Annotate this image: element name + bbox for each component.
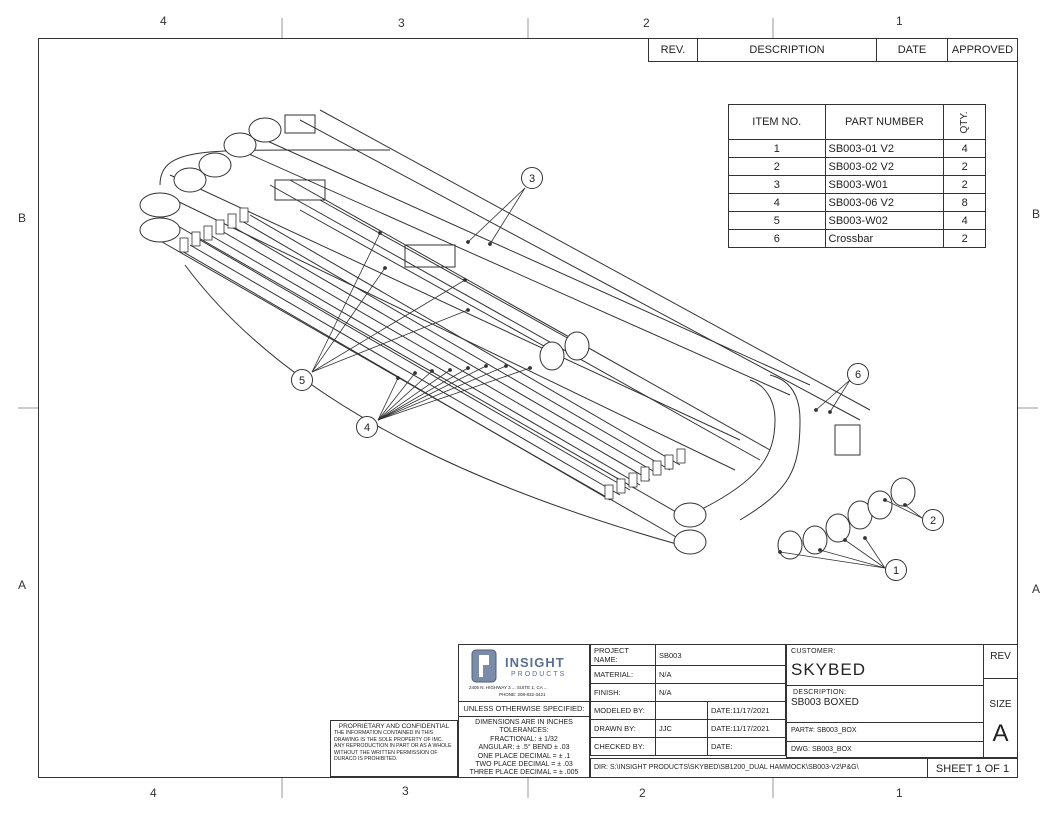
proprietary-text: THE INFORMATION CONTAINED IN THIS DRAWIN… [334, 730, 452, 763]
logo-phone: PHONE: 208-832-3421 [499, 692, 546, 697]
zone-left-b: B [18, 211, 27, 225]
logo-name: INSIGHT [505, 655, 565, 670]
zone-right-a: A [1032, 582, 1041, 596]
revision-block: REV. DESCRIPTION DATE APPROVED [648, 38, 1018, 62]
tolerance-header: UNLESS OTHERWISE SPECIFIED: [459, 702, 589, 717]
date-header: DATE [876, 38, 948, 62]
title-block-fields: PROJECT NAME:SB003 MATERIAL:N/A FINISH:N… [590, 644, 786, 756]
logo-address: 2405 N. HIGHWAY 3 ... SUITE 1, CA ... [469, 685, 548, 690]
material-value: N/A [655, 665, 786, 684]
directory-path: DIR: S:\INSIGHT PRODUCTS\SKYBED\SB1200_D… [594, 764, 859, 771]
part-value: SB003_BOX [816, 727, 857, 734]
logo-sub: PRODUCTS [511, 671, 567, 678]
proprietary-title: PROPRIETARY AND CONFIDENTIAL [338, 723, 450, 730]
bom-header-part: PART NUMBER [824, 104, 945, 140]
company-logo: INSIGHT PRODUCTS 2405 N. HIGHWAY 3 ... S… [459, 645, 589, 702]
insight-logo-icon [471, 649, 497, 683]
customer-value: SKYBED [791, 660, 866, 679]
modeled-by-value [655, 701, 708, 720]
balloon-4: 4 [356, 416, 378, 438]
dwg-value: SB003_BOX [812, 746, 852, 753]
sheet-number: SHEET 1 OF 1 [928, 758, 1018, 778]
rev-label: REV [984, 645, 1017, 679]
zone-bottom-3: 3 [402, 784, 409, 798]
zone-top-3: 3 [398, 16, 405, 30]
customer-block: CUSTOMER: SKYBED DESCRIPTION: SB003 BOXE… [786, 644, 984, 758]
company-block: INSIGHT PRODUCTS 2405 N. HIGHWAY 3 ... S… [458, 644, 590, 778]
tolerance-lines: DIMENSIONS ARE IN INCHES TOLERANCES: FRA… [469, 719, 579, 777]
zone-bottom-1: 1 [896, 786, 903, 800]
approved-header: APPROVED [947, 38, 1018, 62]
modeled-date-value: 11/17/2021 [732, 706, 770, 715]
drawn-by-value: JJC [655, 719, 708, 738]
drawn-date-value: 11/17/2021 [732, 724, 770, 733]
bom-header-qty: QTY. [943, 104, 986, 140]
project-value: SB003 [655, 644, 786, 666]
balloon-3: 3 [521, 167, 543, 189]
zone-right-b: B [1032, 207, 1041, 221]
zone-bottom-2: 2 [639, 786, 646, 800]
zone-bottom-4: 4 [150, 786, 157, 800]
balloon-6: 6 [847, 363, 869, 385]
zone-top-2: 2 [643, 16, 650, 30]
balloon-5: 5 [291, 369, 313, 391]
checked-by-value [655, 737, 708, 756]
balloon-1: 1 [885, 559, 907, 581]
finish-value: N/A [655, 683, 786, 702]
zone-top-1: 1 [896, 14, 903, 28]
zone-left-a: A [18, 578, 27, 592]
description-header: DESCRIPTION [697, 38, 877, 62]
size-value: A [992, 720, 1009, 747]
description-value: SB003 BOXED [791, 697, 859, 708]
size-label: SIZE [989, 699, 1012, 710]
zone-top-4: 4 [160, 14, 167, 28]
proprietary-notice: PROPRIETARY AND CONFIDENTIAL THE INFORMA… [330, 720, 458, 777]
rev-size-block: REV SIZE A [984, 644, 1018, 758]
balloon-2: 2 [922, 509, 944, 531]
directory-row: DIR: S:\INSIGHT PRODUCTS\SKYBED\SB1200_D… [590, 758, 928, 778]
